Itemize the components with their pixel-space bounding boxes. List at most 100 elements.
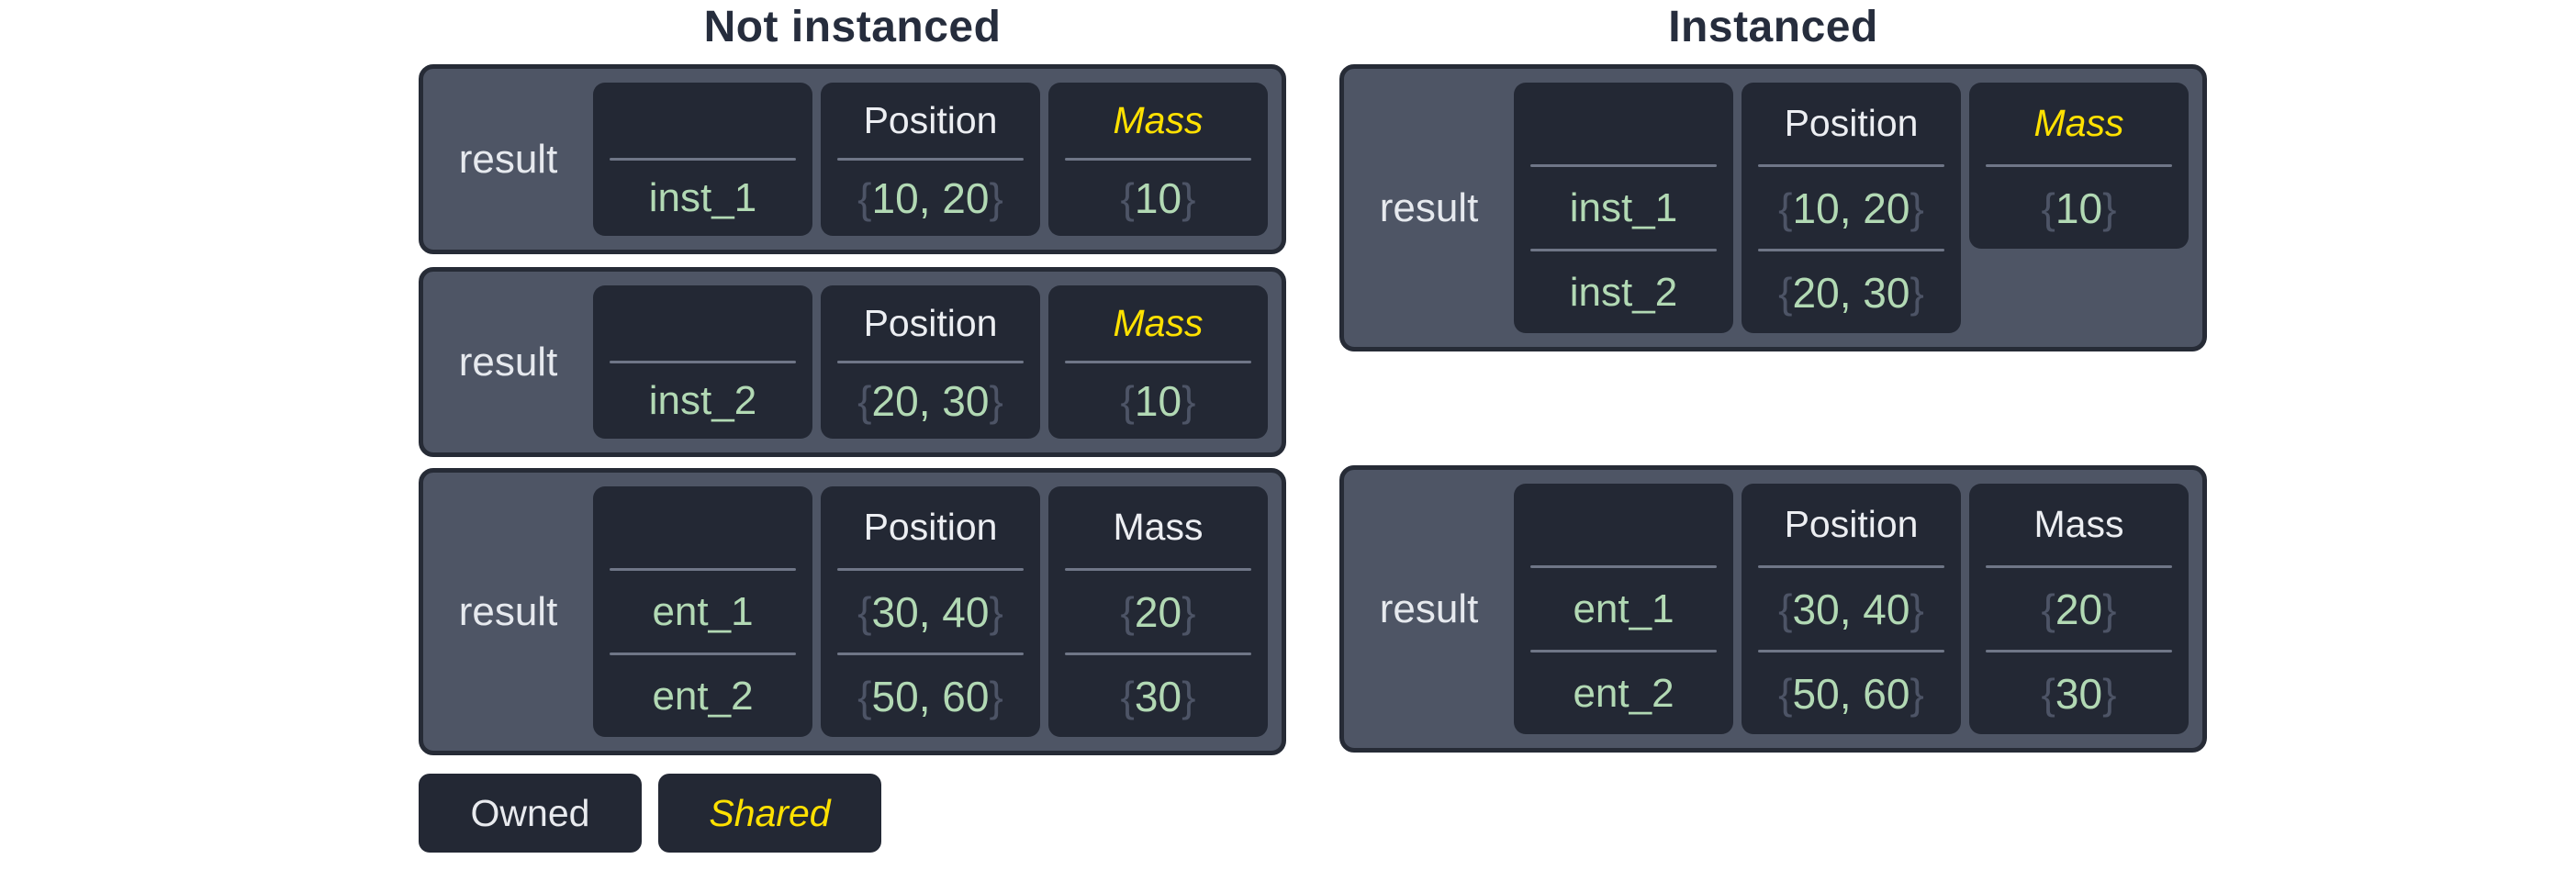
- position-header: Position: [1784, 102, 1919, 144]
- not-instanced-box-inst2: result inst_2 Position {20, 30} Mass {10…: [419, 267, 1286, 457]
- brace-close: }: [1182, 587, 1196, 636]
- value-text: 50, 60: [871, 672, 990, 720]
- entity-name: ent_2: [1573, 670, 1674, 716]
- entity-header-empty: [1514, 484, 1733, 565]
- brace-open: {: [857, 587, 872, 636]
- value-text: 10: [2055, 184, 2103, 232]
- row-divider: [1065, 652, 1251, 655]
- value-text: 10, 20: [871, 174, 990, 222]
- row-divider: [837, 158, 1024, 161]
- row-divider: [610, 158, 796, 161]
- entity-name: ent_2: [652, 673, 754, 719]
- mass-value: {10}: [1048, 363, 1268, 439]
- brace-close: }: [989, 672, 1003, 720]
- row-divider: [610, 361, 796, 363]
- entity-name: inst_1: [648, 175, 757, 220]
- value-text: 30: [1134, 672, 1182, 720]
- row-divider: [1065, 158, 1251, 161]
- position-header: Position: [863, 98, 998, 141]
- value-text: 50, 60: [1792, 669, 1910, 718]
- not-instanced-box-inst1: result inst_1 Position {10, 20} Mass {10…: [419, 64, 1286, 254]
- value-text: 10, 20: [1792, 184, 1910, 232]
- mass-column: Mass {10}: [1048, 83, 1268, 236]
- brace-open: {: [1120, 672, 1135, 720]
- position-column: Position {30, 40} {50, 60}: [821, 486, 1040, 737]
- brace-close: }: [1182, 174, 1196, 222]
- entity-name: inst_2: [1569, 269, 1678, 315]
- brace-close: }: [1182, 377, 1196, 425]
- brace-open: {: [857, 377, 872, 425]
- entity-name: ent_1: [652, 588, 754, 634]
- not-instanced-box-entities: result ent_1 ent_2 Position {30, 40} {50…: [419, 468, 1286, 755]
- mass-header: Mass: [2033, 503, 2124, 545]
- position-value: {50, 60}: [821, 655, 1040, 737]
- entity-name: inst_1: [1569, 184, 1678, 230]
- mass-value: {20}: [1048, 571, 1268, 652]
- brace-open: {: [2041, 669, 2055, 718]
- instanced-box-instances: result inst_1 inst_2 Position {10, 20} {…: [1339, 64, 2207, 351]
- brace-close: }: [2102, 585, 2117, 633]
- brace-close: }: [1910, 184, 1924, 232]
- brace-open: {: [1120, 377, 1135, 425]
- brace-close: }: [1910, 669, 1924, 718]
- brace-close: }: [989, 587, 1003, 636]
- mass-column: Mass {20} {30}: [1969, 484, 2189, 734]
- mass-value: {10}: [1048, 161, 1268, 236]
- entity-column: inst_1 inst_2: [1514, 83, 1733, 333]
- value-text: 20, 30: [871, 377, 990, 425]
- table-cells: inst_1 inst_2 Position {10, 20} {20, 30}…: [1514, 69, 2202, 347]
- mass-value: {20}: [1969, 568, 2189, 650]
- position-header: Position: [863, 301, 998, 344]
- brace-open: {: [1120, 174, 1135, 222]
- entity-column: ent_1 ent_2: [1514, 484, 1733, 734]
- position-header: Position: [1784, 503, 1919, 545]
- row-divider: [837, 361, 1024, 363]
- row-divider: [1065, 568, 1251, 571]
- result-label: result: [458, 588, 558, 634]
- mass-column: Mass {20} {30}: [1048, 486, 1268, 737]
- table-cells: ent_1 ent_2 Position {30, 40} {50, 60} M…: [1514, 470, 2202, 748]
- row-divider: [1758, 650, 1944, 652]
- entity-header-empty: [593, 285, 812, 361]
- legend: Owned Shared: [419, 774, 881, 853]
- value-text: 30, 40: [1792, 585, 1910, 633]
- row-divider: [837, 568, 1024, 571]
- entity-column: inst_1: [593, 83, 812, 236]
- brace-close: }: [1182, 672, 1196, 720]
- table-cells: ent_1 ent_2 Position {30, 40} {50, 60} M…: [593, 473, 1282, 751]
- row-divider: [1758, 565, 1944, 568]
- legend-shared-chip: Shared: [658, 774, 881, 853]
- result-label: result: [1379, 586, 1479, 631]
- row-divider: [1530, 164, 1717, 167]
- row-divider: [1065, 361, 1251, 363]
- brace-close: }: [989, 377, 1003, 425]
- result-label: result: [1379, 184, 1479, 230]
- result-label: result: [458, 136, 558, 182]
- mass-value: {30}: [1048, 655, 1268, 737]
- value-text: 20, 30: [1792, 268, 1910, 317]
- row-divider: [1986, 650, 2172, 652]
- row-divider: [1986, 565, 2172, 568]
- mass-column-shared-short: Mass {10}: [1969, 83, 2189, 249]
- brace-open: {: [1120, 587, 1135, 636]
- value-text: 10: [1134, 174, 1182, 222]
- entity-column: inst_2: [593, 285, 812, 439]
- row-divider: [1530, 565, 1717, 568]
- position-column: Position {30, 40} {50, 60}: [1742, 484, 1961, 734]
- brace-open: {: [2041, 585, 2055, 633]
- legend-owned-chip: Owned: [419, 774, 642, 853]
- table-cells: inst_2 Position {20, 30} Mass {10}: [593, 272, 1282, 452]
- entity-header-empty: [593, 486, 812, 568]
- mass-column: Mass {10}: [1048, 285, 1268, 439]
- brace-open: {: [857, 174, 872, 222]
- position-column: Position {10, 20} {20, 30}: [1742, 83, 1961, 333]
- mass-value: {30}: [1969, 652, 2189, 734]
- brace-close: }: [1910, 268, 1924, 317]
- position-value: {30, 40}: [821, 571, 1040, 652]
- entity-name: inst_2: [648, 378, 757, 423]
- row-divider: [1530, 650, 1717, 652]
- position-value: {50, 60}: [1742, 652, 1961, 734]
- row-divider: [610, 652, 796, 655]
- row-divider: [1758, 164, 1944, 167]
- mass-header-shared: Mass: [1113, 98, 1204, 141]
